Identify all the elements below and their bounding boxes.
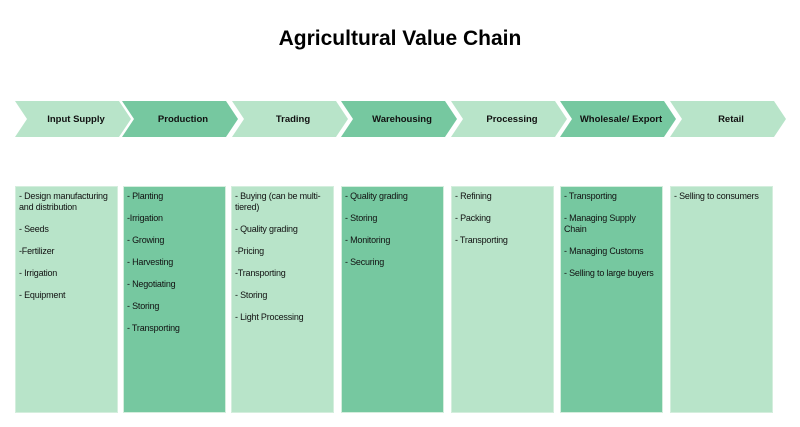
chevron-shape xyxy=(232,101,348,137)
activity-item: -Pricing xyxy=(235,246,264,256)
stage-chevron: Trading xyxy=(232,101,348,137)
activity-item: - Storing xyxy=(127,301,160,311)
stage-chevron: Input Supply xyxy=(15,101,131,137)
activity-item: - Irrigation xyxy=(19,268,58,278)
activity-item: - Equipment xyxy=(19,290,66,300)
activity-item: - Selling to large buyers xyxy=(564,268,654,278)
activity-item: - Refining xyxy=(455,191,492,201)
stage-activities-box: - Transporting - Managing Supply Chain - M… xyxy=(560,186,663,413)
activity-item: - Quality grading xyxy=(235,224,298,234)
stage-chevron: Retail xyxy=(670,101,786,137)
chevron-shape xyxy=(15,101,131,137)
chevron-shape xyxy=(341,101,457,137)
stage-chevron: Wholesale/ Export xyxy=(560,101,676,137)
activity-item: - Securing xyxy=(345,257,385,267)
stage-label: Processing xyxy=(486,113,538,125)
activity-item: - Managing Supply Chain xyxy=(564,213,636,234)
stage-label: Trading xyxy=(275,113,311,125)
stage-label: Production xyxy=(157,113,209,125)
activity-item: - Harvesting xyxy=(127,257,174,267)
activity-item: - Light Processing xyxy=(235,312,304,322)
chevron-shape xyxy=(451,101,567,137)
activity-item: - Design manufacturing and distribution xyxy=(19,191,108,212)
activity-item: - Quality grading xyxy=(345,191,408,201)
activity-item: - Seeds xyxy=(19,224,49,234)
stage-activities-box: - Design manufacturing and distribution -… xyxy=(15,186,118,413)
activity-item: - Buying (can be multi-tiered) xyxy=(235,191,321,212)
stage-chevron: Processing xyxy=(451,101,567,137)
stage-chevron: Warehousing xyxy=(341,101,457,137)
stage-activities-box: - Planting -Irrigation - Growing - Harvesti… xyxy=(123,186,226,413)
activity-item: - Packing xyxy=(455,213,491,223)
stage-label: Wholesale/ Export xyxy=(579,113,663,125)
activity-item: -Irrigation xyxy=(127,213,163,223)
activity-item: - Storing xyxy=(235,290,268,300)
chevron-shape xyxy=(560,101,676,137)
activity-item: - Storing xyxy=(345,213,378,223)
diagram-title: Agricultural Value Chain xyxy=(278,27,522,50)
activity-item: - Negotiating xyxy=(127,279,176,289)
stage-label: Input Supply xyxy=(47,113,105,125)
stage-chevron: Production xyxy=(122,101,238,137)
activity-item: - Planting xyxy=(127,191,164,201)
stage-label: Warehousing xyxy=(372,113,432,125)
activity-item: -Transporting xyxy=(235,268,286,278)
chevron-shape xyxy=(670,101,786,137)
activity-item: - Managing Customs xyxy=(564,246,644,256)
chevron-shape xyxy=(122,101,238,137)
stage-label: Retail xyxy=(718,113,744,125)
activity-item: - Transporting xyxy=(564,191,617,201)
stage-activities-box: - Selling to consumers xyxy=(670,186,773,413)
activity-item: - Selling to consumers xyxy=(674,191,759,201)
activity-item: - Monitoring xyxy=(345,235,391,245)
activity-item: -Fertilizer xyxy=(19,246,55,256)
stage-activities-box: - Quality grading - Storing - Monitoring - … xyxy=(341,186,444,413)
activity-item: - Transporting xyxy=(455,235,508,245)
activity-item: - Growing xyxy=(127,235,165,245)
stage-activities-box: - Refining - Packing - Transporting xyxy=(451,186,554,413)
stage-activities-box: - Buying (can be multi-tiered) - Quality … xyxy=(231,186,334,413)
activity-item: - Transporting xyxy=(127,323,180,333)
